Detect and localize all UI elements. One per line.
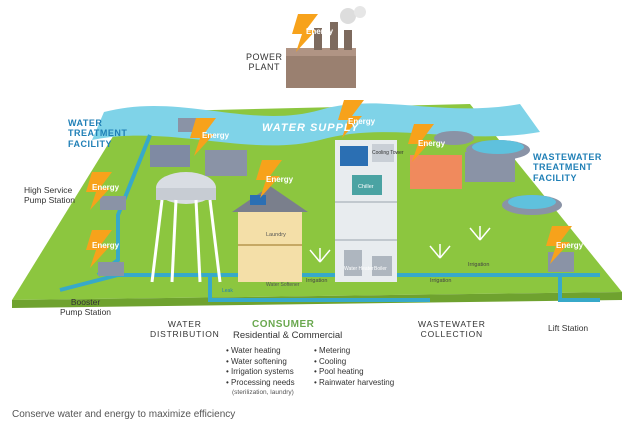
wastewater-treatment-label-line3: FACILITY xyxy=(533,172,577,183)
power-plant-building xyxy=(286,6,366,88)
water-treatment-label: WATER TREATMENT FACILITY xyxy=(68,118,127,149)
booster-pump-station xyxy=(98,262,124,276)
energy-badge-house: Energy xyxy=(256,160,294,198)
svg-text:Energy: Energy xyxy=(418,139,446,148)
irrigation-sprinkler xyxy=(309,226,491,263)
label-leak: Leak xyxy=(222,288,233,294)
energy-badges: Energy Energy Energy Energy Energy Energ… xyxy=(86,14,584,268)
figure-caption: Conserve water and energy to maximize ef… xyxy=(12,409,236,420)
energy-badge-booster: Energy xyxy=(86,230,120,268)
water-distribution-label-line2: DISTRIBUTION xyxy=(150,328,220,339)
power-plant-label-line2: PLANT xyxy=(248,62,281,73)
svg-text:Energy: Energy xyxy=(92,183,120,192)
svg-text:Energy: Energy xyxy=(348,117,376,126)
svg-text:Energy: Energy xyxy=(266,175,294,184)
wastewater-treatment-label: WASTEWATER TREATMENT FACILITY xyxy=(533,152,602,183)
energy-badge-lift: Energy xyxy=(546,226,584,264)
svg-text:Energy: Energy xyxy=(92,241,120,250)
lift-station xyxy=(548,252,574,272)
consumer-use-item: Cooling xyxy=(314,357,394,368)
consumer-use-item: Metering xyxy=(314,346,394,357)
label-boiler: Boiler xyxy=(374,266,387,272)
water-treatment-label-line1: WATER xyxy=(68,118,103,128)
wastewater-collection-label-line2: COLLECTION xyxy=(420,328,483,339)
svg-text:Energy: Energy xyxy=(556,241,584,250)
energy-badge-power: Energy xyxy=(292,14,334,52)
svg-text:Energy: Energy xyxy=(202,131,230,140)
label-water-heater: Water Heater xyxy=(344,266,374,272)
booster-label-line1: Booster xyxy=(70,297,101,307)
power-plant-label-line1: POWER xyxy=(246,52,283,62)
label-water-softener: Water Softener xyxy=(266,282,300,288)
wastewater-collection-label: WASTEWATER COLLECTION xyxy=(418,319,486,340)
high-service-pump-station xyxy=(100,196,126,210)
consumer-use-item: Processing needs xyxy=(226,378,295,389)
label-chiller: Chiller xyxy=(358,184,374,190)
label-irrigation-1: Irrigation xyxy=(306,278,327,284)
consumer-uses-note: (sterilization, laundry) xyxy=(232,389,294,396)
water-tower xyxy=(150,172,222,283)
wastewater-treatment-facility xyxy=(410,131,562,215)
booster-pump-label: Booster Pump Station xyxy=(60,297,112,318)
power-plant-label: POWER PLANT xyxy=(246,52,283,73)
consumer-use-item: Rainwater harvesting xyxy=(314,378,394,389)
consumer-use-item: Irrigation systems xyxy=(226,367,295,378)
consumer-use-item: Water heating xyxy=(226,346,295,357)
energy-badge-treatment: Energy xyxy=(190,118,230,156)
lift-station-label: Lift Station xyxy=(548,323,589,333)
label-irrigation-3: Irrigation xyxy=(468,262,489,268)
energy-badge-wastewater: Energy xyxy=(408,124,446,162)
wastewater-collection-label-line1: WASTEWATER xyxy=(418,319,486,329)
high-service-label-line1: High Service xyxy=(24,185,73,195)
energy-badge-high-service: Energy xyxy=(86,172,120,210)
label-irrigation-2: Irrigation xyxy=(430,278,451,284)
consumer-use-item: Pool heating xyxy=(314,367,394,378)
wastewater-treatment-label-line2: TREATMENT xyxy=(533,162,593,173)
high-service-label-line2: Pump Station xyxy=(24,194,76,205)
residential-house xyxy=(232,186,308,282)
commercial-building xyxy=(335,140,397,282)
consumer-subtitle: Residential & Commercial xyxy=(233,330,343,341)
svg-text:Energy: Energy xyxy=(306,27,334,36)
energy-badge-building: Energy xyxy=(338,100,376,138)
water-supply-label: WATER SUPPLY xyxy=(262,122,360,134)
water-treatment-label-line2: TREATMENT xyxy=(68,128,128,139)
consumer-use-item: Water softening xyxy=(226,357,295,368)
wastewater-treatment-label-line1: WASTEWATER xyxy=(533,152,602,162)
label-laundry: Laundry xyxy=(266,232,286,238)
consumer-uses-left: Water heating Water softening Irrigation… xyxy=(226,346,295,388)
water-treatment-label-line3: FACILITY xyxy=(68,138,112,149)
high-service-pump-label: High Service Pump Station xyxy=(24,185,76,206)
booster-label-line2: Pump Station xyxy=(60,306,112,317)
consumer-title: CONSUMER xyxy=(252,319,315,330)
water-distribution-label-line1: WATER xyxy=(167,319,202,329)
label-cooling-tower: Cooling Tower xyxy=(372,150,404,156)
water-distribution-label: WATER DISTRIBUTION xyxy=(150,319,220,340)
consumer-uses-right: Metering Cooling Pool heating Rainwater … xyxy=(314,346,394,388)
